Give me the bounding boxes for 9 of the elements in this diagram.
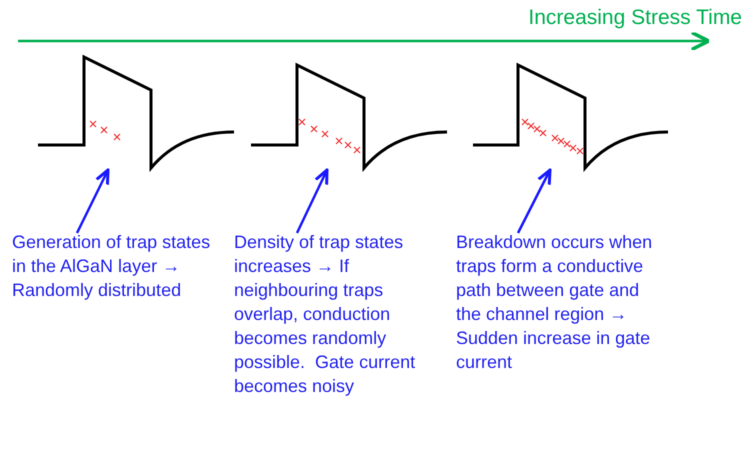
annotation-text: Density of trap states increases → If neighbouring traps overlap, conduction becomes randomly possible. Gate current becomes noisy xyxy=(234,230,449,430)
band-diagram-drawing xyxy=(36,54,234,172)
leader-arrow xyxy=(296,168,328,234)
annotation-text: Breakdown occurs when traps form a conductive path between gate and the channel region → Sudden increase in gate current xyxy=(456,230,666,405)
band-diagram-drawing xyxy=(251,62,449,172)
diagram-title: Increasing Stress Time xyxy=(527,6,742,30)
annotation-text: Generation of trap states in the AlGaN layer → Randomly distributed xyxy=(12,230,217,330)
leader-arrow xyxy=(76,168,110,234)
leader-arrow xyxy=(516,168,552,234)
